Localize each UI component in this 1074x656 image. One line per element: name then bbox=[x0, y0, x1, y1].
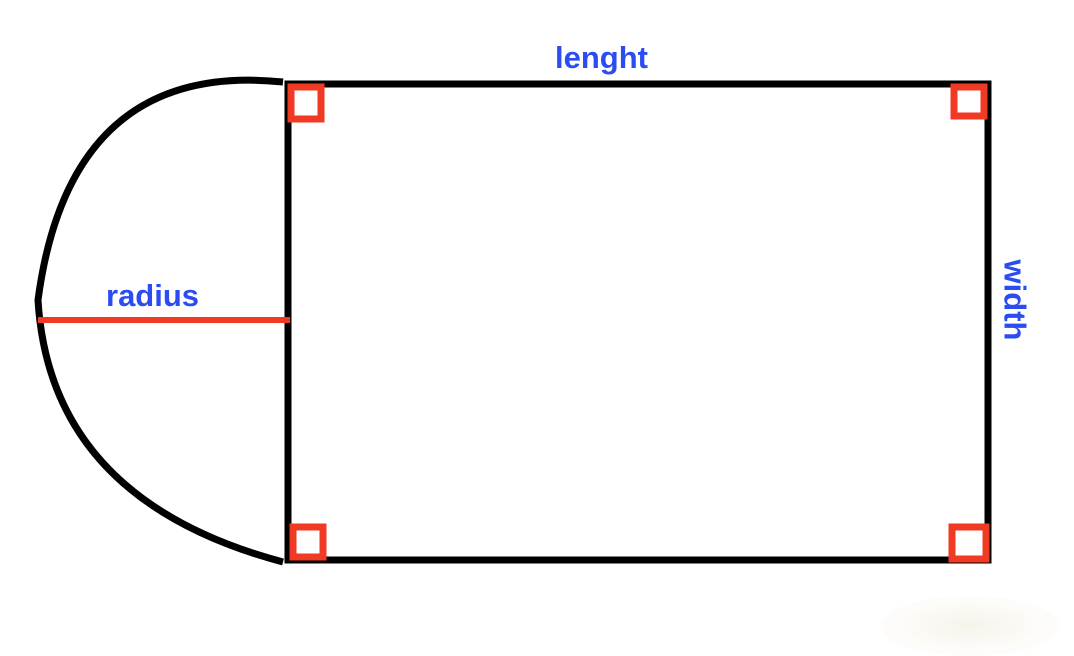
right-angle-marker-top-right bbox=[950, 83, 988, 120]
right-angle-marker-bottom-left bbox=[289, 523, 327, 561]
shape-diagram bbox=[34, 76, 992, 566]
right-angle-marker-bottom-right bbox=[948, 523, 990, 563]
right-angle-marker-top-left bbox=[287, 83, 325, 123]
semicircle-arc bbox=[34, 76, 284, 566]
rectangle bbox=[284, 80, 992, 564]
radius-label: radius bbox=[106, 278, 200, 313]
length-label: lenght bbox=[555, 40, 648, 75]
width-label: width bbox=[997, 259, 1033, 341]
